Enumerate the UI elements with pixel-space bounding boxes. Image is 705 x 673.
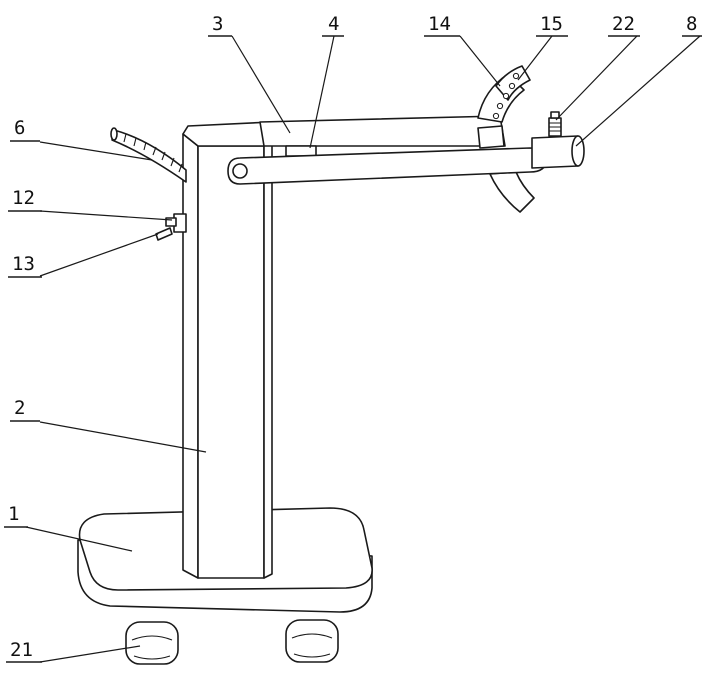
svg-text:14: 14 (428, 13, 451, 35)
mount-block (285, 145, 317, 157)
svg-text:4: 4 (328, 13, 339, 35)
label-13: 13 (8, 253, 42, 278)
flexible-hose (110, 127, 187, 183)
hook (155, 227, 173, 241)
svg-text:3: 3 (212, 13, 223, 35)
svg-text:2: 2 (14, 397, 25, 419)
label-4: 4 (322, 13, 344, 37)
svg-text:21: 21 (10, 639, 33, 661)
svg-text:12: 12 (12, 187, 35, 209)
leader-lines (25, 35, 701, 663)
column-top-block (182, 115, 506, 147)
label-22: 22 (608, 13, 640, 37)
label-6: 6 (10, 117, 40, 142)
svg-text:15: 15 (540, 13, 563, 35)
svg-text:22: 22 (612, 13, 635, 35)
caster-wheel-front-right (285, 619, 339, 663)
label-3: 3 (208, 13, 232, 37)
pivot-pin (232, 163, 248, 179)
column (182, 133, 273, 579)
sleeve-tube (531, 135, 585, 169)
label-12: 12 (8, 187, 42, 212)
label-14: 14 (424, 13, 460, 37)
collar-block (477, 125, 505, 149)
swing-arm (227, 147, 547, 185)
label-8: 8 (682, 13, 702, 37)
label-15: 15 (536, 13, 568, 37)
label-1: 1 (4, 503, 28, 528)
svg-text:13: 13 (12, 253, 35, 275)
svg-text:1: 1 (8, 503, 19, 525)
label-2: 2 (10, 397, 40, 422)
side-bracket (165, 213, 187, 233)
svg-text:8: 8 (686, 13, 697, 35)
lock-knob (548, 111, 562, 137)
label-21: 21 (6, 639, 42, 663)
caster-wheel-front-left (125, 621, 179, 665)
svg-text:6: 6 (14, 117, 25, 139)
